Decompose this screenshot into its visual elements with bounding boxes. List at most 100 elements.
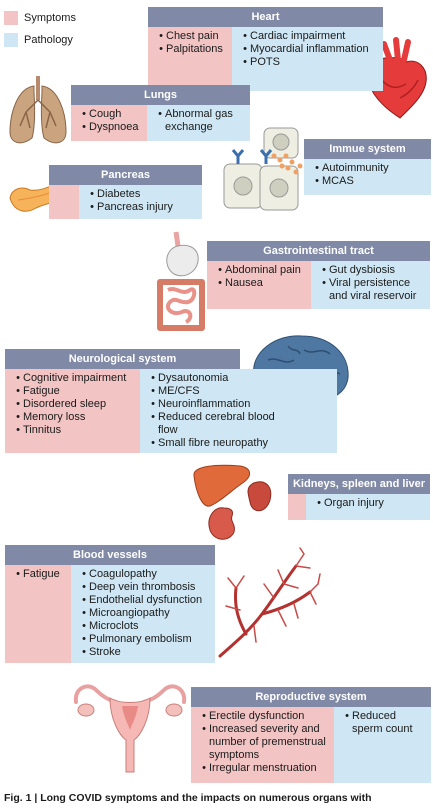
list-item: Nausea [225, 277, 307, 290]
pancreas-box: Pancreas DiabetesPancreas injury [49, 165, 202, 219]
neuro-pathology-list: DysautonomiaME/CFSNeuroinflammationReduc… [140, 369, 282, 454]
list-item: Diabetes [97, 188, 198, 201]
lungs-illustration [9, 76, 67, 144]
pancreas-title: Pancreas [49, 165, 202, 185]
lungs-title: Lungs [71, 85, 250, 105]
list-item: Small fibre neuropathy [158, 437, 278, 450]
list-item: Coagulopathy [89, 568, 211, 581]
lungs-pathology-list: Abnormal gas exchange [147, 105, 250, 138]
list-item: POTS [250, 56, 379, 69]
neuro-pathology: DysautonomiaME/CFSNeuroinflammationReduc… [140, 369, 337, 453]
legend-symptoms-label: Symptoms [24, 11, 76, 24]
heart-symptoms: Chest painPalpitations [148, 27, 232, 91]
list-item: Fatigue [23, 568, 67, 581]
list-item: Pancreas injury [97, 201, 198, 214]
list-item: Abnormal gas exchange [165, 108, 246, 134]
repro-title: Reproductive system [191, 687, 431, 707]
list-item: Autoimmunity [322, 162, 427, 175]
list-item: Neuroinflammation [158, 398, 278, 411]
blood-pathology: CoagulopathyDeep vein thrombosisEndothel… [71, 565, 215, 663]
list-item: Endothelial dysfunction [89, 594, 211, 607]
blood-symptoms: Fatigue [5, 565, 71, 663]
heart-pathology: Cardiac impairmentMyocardial inflammatio… [232, 27, 383, 91]
blood-vessels-illustration [218, 547, 321, 658]
repro-pathology-list: Reduced sperm count [334, 707, 431, 740]
list-item: Deep vein thrombosis [89, 581, 211, 594]
immune-pathology-list: AutoimmunityMCAS [304, 159, 431, 192]
list-item: Memory loss [23, 411, 136, 424]
list-item: Viral persistence and viral reservoir [329, 277, 426, 303]
gi-title: Gastrointestinal tract [207, 241, 430, 261]
immune-box: Immue system AutoimmunityMCAS [304, 139, 431, 195]
blood-title: Blood vessels [5, 545, 215, 565]
list-item: Cardiac impairment [250, 30, 379, 43]
gi-symptoms: Abdominal painNausea [207, 261, 311, 309]
gi-pathology-list: Gut dysbiosisViral persistence and viral… [311, 261, 430, 307]
heart-pathology-list: Cardiac impairmentMyocardial inflammatio… [232, 27, 383, 73]
list-item: Fatigue [23, 385, 136, 398]
pancreas-pathology: DiabetesPancreas injury [79, 185, 202, 219]
list-item: Tinnitus [23, 424, 136, 437]
list-item: Reduced cerebral blood flow [158, 411, 278, 437]
kidneys-box: Kidneys, spleen and liver Organ injury [288, 474, 430, 520]
kidneys-symptoms [288, 494, 306, 520]
heart-symptoms-list: Chest painPalpitations [148, 27, 232, 60]
neuro-title: Neurological system [5, 349, 240, 369]
repro-box: Reproductive system Erectile dysfunction… [191, 687, 431, 783]
list-item: Dysautonomia [158, 372, 278, 385]
pathology-swatch [4, 32, 18, 47]
pancreas-symptoms [49, 185, 79, 219]
immune-illustration [223, 127, 303, 211]
gi-symptoms-list: Abdominal painNausea [207, 261, 311, 294]
list-item: Disordered sleep [23, 398, 136, 411]
repro-pathology: Reduced sperm count [334, 707, 431, 783]
list-item: Organ injury [324, 497, 426, 510]
list-item: Irregular menstruation [209, 762, 330, 775]
lungs-symptoms-list: CoughDyspnoea [71, 105, 147, 138]
list-item: Pulmonary embolism [89, 633, 211, 646]
reproductive-illustration [73, 684, 187, 773]
kidneys-title: Kidneys, spleen and liver [288, 474, 430, 494]
figure-caption: Fig. 1 | Long COVID symptoms and the imp… [4, 792, 372, 804]
list-item: Increased severity and number of premens… [209, 723, 330, 762]
gi-pathology: Gut dysbiosisViral persistence and viral… [311, 261, 430, 309]
neuro-symptoms: Cognitive impairmentFatigueDisordered sl… [5, 369, 140, 453]
list-item: Cough [89, 108, 143, 121]
legend-pathology: Pathology [4, 30, 86, 49]
heart-box: Heart Chest painPalpitations Cardiac imp… [148, 7, 383, 91]
repro-symptoms-list: Erectile dysfunctionIncreased severity a… [191, 707, 334, 779]
list-item: Stroke [89, 646, 211, 659]
list-item: Myocardial inflammation [250, 43, 379, 56]
lungs-symptoms: CoughDyspnoea [71, 105, 147, 141]
list-item: Microclots [89, 620, 211, 633]
list-item: Dyspnoea [89, 121, 143, 134]
blood-symptoms-list: Fatigue [5, 565, 71, 585]
kidneys-pathology: Organ injury [306, 494, 430, 520]
neuro-box: Neurological system Cognitive impairment… [5, 349, 337, 453]
list-item: Gut dysbiosis [329, 264, 426, 277]
gi-illustration [157, 231, 205, 331]
kidneys-pathology-list: Organ injury [306, 494, 430, 514]
kidneys-liver-illustration [193, 464, 272, 540]
list-item: Cognitive impairment [23, 372, 136, 385]
legend-pathology-label: Pathology [24, 33, 73, 46]
immune-pathology: AutoimmunityMCAS [304, 159, 431, 195]
list-item: Chest pain [166, 30, 228, 43]
list-item: Palpitations [166, 43, 228, 56]
legend-symptoms: Symptoms [4, 8, 86, 27]
pancreas-pathology-list: DiabetesPancreas injury [79, 185, 202, 218]
list-item: Erectile dysfunction [209, 710, 330, 723]
lungs-box: Lungs CoughDyspnoea Abnormal gas exchang… [71, 85, 250, 141]
list-item: Abdominal pain [225, 264, 307, 277]
heart-illustration [368, 37, 427, 119]
list-item: Reduced sperm count [352, 710, 427, 736]
list-item: Microangiopathy [89, 607, 211, 620]
list-item: ME/CFS [158, 385, 278, 398]
list-item: MCAS [322, 175, 427, 188]
blood-box: Blood vessels Fatigue CoagulopathyDeep v… [5, 545, 215, 663]
neuro-symptoms-list: Cognitive impairmentFatigueDisordered sl… [5, 369, 140, 441]
legend: Symptoms Pathology [4, 8, 86, 52]
symptoms-swatch [4, 10, 18, 25]
gi-box: Gastrointestinal tract Abdominal painNau… [207, 241, 430, 309]
immune-title: Immue system [304, 139, 431, 159]
